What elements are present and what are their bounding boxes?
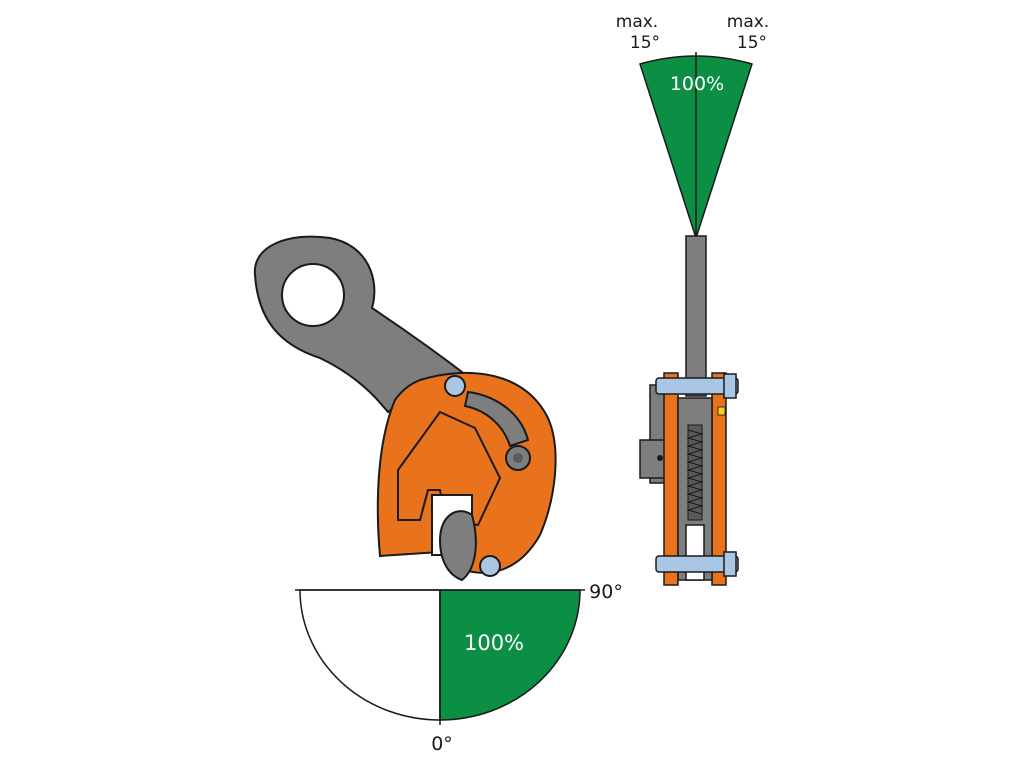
lifting-eye-hole <box>281 263 345 327</box>
clamp-front-view <box>639 235 739 586</box>
left-side-plate <box>663 372 679 586</box>
front-load-capacity: 100% <box>670 73 724 95</box>
front-angle-gauge: 100% max. 15° max. 15° <box>616 12 769 241</box>
lever-dot <box>657 455 663 461</box>
spring-coil <box>686 429 704 515</box>
left-angle-label: 15° <box>630 33 660 53</box>
yellow-marker <box>717 406 726 416</box>
right-angle-label: 15° <box>737 33 767 53</box>
serrated-cam <box>438 510 477 582</box>
angle-90-label: 90° <box>589 581 623 603</box>
side-angle-gauge: 100% 90° 0° <box>295 581 623 755</box>
top-pin-front <box>655 377 739 395</box>
shackle-bar <box>685 235 707 397</box>
lever-pivot-inner <box>513 453 523 463</box>
angle-0-label: 0° <box>431 733 453 755</box>
locking-lever <box>463 390 530 448</box>
top-pin <box>444 375 466 397</box>
clamp-side-view <box>253 235 557 582</box>
bottom-pin <box>479 555 501 577</box>
top-pin-nut <box>723 373 737 399</box>
clamp-panel <box>397 410 502 527</box>
green-quadrant <box>439 589 581 721</box>
white-quadrant <box>299 589 441 721</box>
bottom-pin-nut <box>723 551 737 577</box>
right-max-label: max. <box>727 12 769 32</box>
side-load-capacity: 100% <box>464 631 524 655</box>
left-max-label: max. <box>616 12 658 32</box>
bottom-pin-front <box>655 555 739 573</box>
